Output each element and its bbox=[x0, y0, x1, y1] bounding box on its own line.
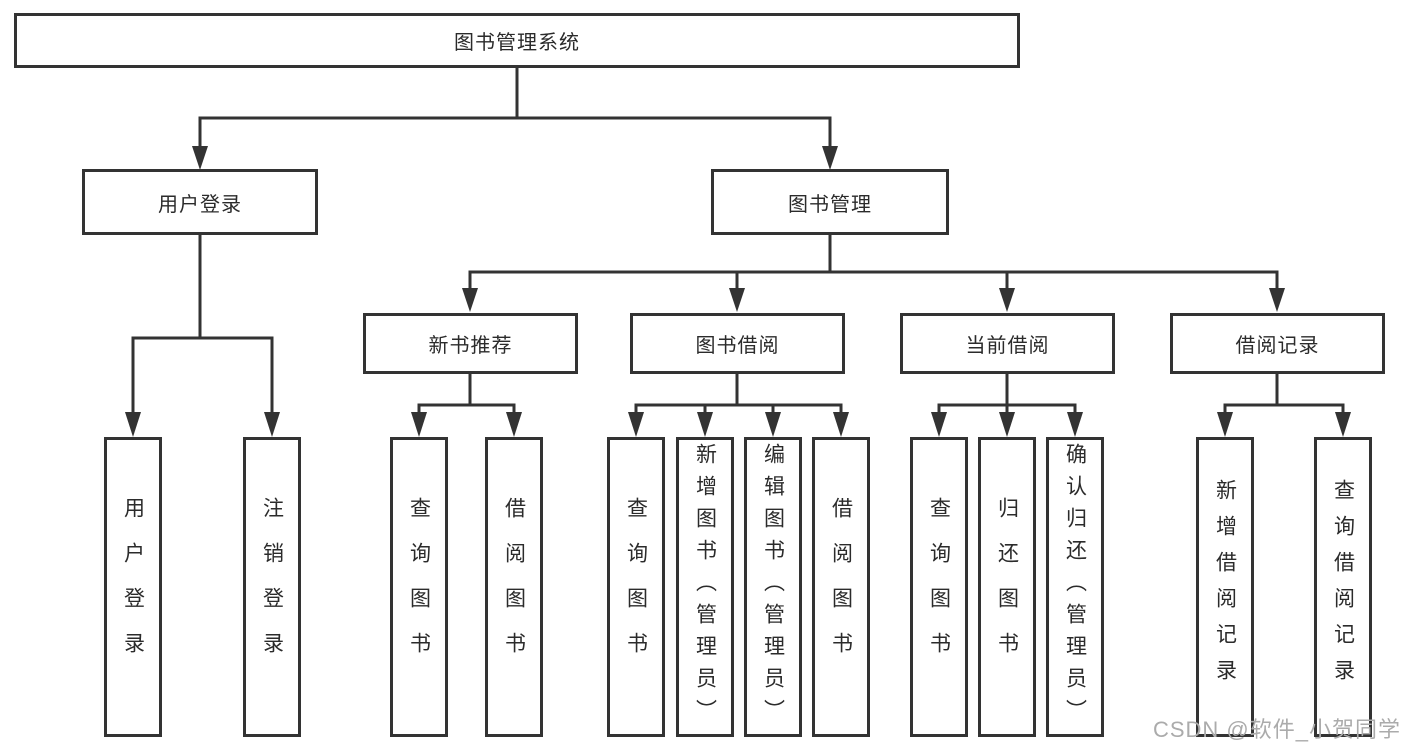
leaf-borrow-borrow-books-label: 借阅图书 bbox=[829, 497, 853, 677]
leaf-logout: 注销登录 bbox=[243, 437, 301, 737]
node-borrow-records: 借阅记录 bbox=[1170, 313, 1385, 374]
connector-book-borrow-to-leaves bbox=[628, 372, 849, 437]
csdn-watermark: CSDN @软件_小贺同学 bbox=[1152, 717, 1401, 742]
leaf-borrow-edit-books-admin-label: 编辑图书（管理员） bbox=[761, 443, 785, 731]
leaf-borrow-query-books-label: 查询图书 bbox=[624, 497, 648, 677]
node-book-management: 图书管理 bbox=[711, 169, 949, 235]
connector-book-management-to-level3 bbox=[462, 233, 1285, 312]
leaf-recommend-borrow-books: 借阅图书 bbox=[485, 437, 543, 737]
leaf-records-query-record-label: 查询借阅记录 bbox=[1331, 479, 1355, 695]
node-new-book-recommend: 新书推荐 bbox=[363, 313, 578, 374]
connector-user-login-to-leaves bbox=[125, 233, 280, 437]
leaf-borrow-add-books-admin-label: 新增图书（管理员） bbox=[693, 443, 717, 731]
leaf-recommend-query-books: 查询图书 bbox=[390, 437, 448, 737]
leaf-user-login: 用户登录 bbox=[104, 437, 162, 737]
leaf-recommend-query-books-label: 查询图书 bbox=[407, 497, 431, 677]
leaf-records-query-record: 查询借阅记录 bbox=[1314, 437, 1372, 737]
node-root-title: 图书管理系统 bbox=[14, 13, 1020, 68]
node-user-login: 用户登录 bbox=[82, 169, 318, 235]
node-current-borrow: 当前借阅 bbox=[900, 313, 1115, 374]
leaf-borrow-edit-books-admin: 编辑图书（管理员） bbox=[744, 437, 802, 737]
node-book-borrow: 图书借阅 bbox=[630, 313, 845, 374]
leaf-borrow-add-books-admin: 新增图书（管理员） bbox=[676, 437, 734, 737]
connector-new-book-rec-to-leaves bbox=[411, 372, 522, 437]
leaf-recommend-borrow-books-label: 借阅图书 bbox=[502, 497, 526, 677]
leaf-borrow-query-books: 查询图书 bbox=[607, 437, 665, 737]
leaf-records-add-record-label: 新增借阅记录 bbox=[1213, 479, 1237, 695]
leaf-current-return-books-label: 归还图书 bbox=[995, 497, 1019, 677]
connector-current-borrow-to-leaves bbox=[931, 372, 1083, 437]
leaf-current-query-books: 查询图书 bbox=[910, 437, 968, 737]
leaf-current-query-books-label: 查询图书 bbox=[927, 497, 951, 677]
leaf-borrow-borrow-books: 借阅图书 bbox=[812, 437, 870, 737]
leaf-current-confirm-return-admin-label: 确认归还（管理员） bbox=[1063, 443, 1087, 731]
leaf-logout-label: 注销登录 bbox=[260, 497, 284, 677]
connector-root-to-level2 bbox=[192, 66, 838, 170]
leaf-user-login-label: 用户登录 bbox=[121, 497, 145, 677]
leaf-records-add-record: 新增借阅记录 bbox=[1196, 437, 1254, 737]
connector-borrow-records-to-leaves bbox=[1217, 372, 1351, 437]
leaf-current-confirm-return-admin: 确认归还（管理员） bbox=[1046, 437, 1104, 737]
leaf-current-return-books: 归还图书 bbox=[978, 437, 1036, 737]
